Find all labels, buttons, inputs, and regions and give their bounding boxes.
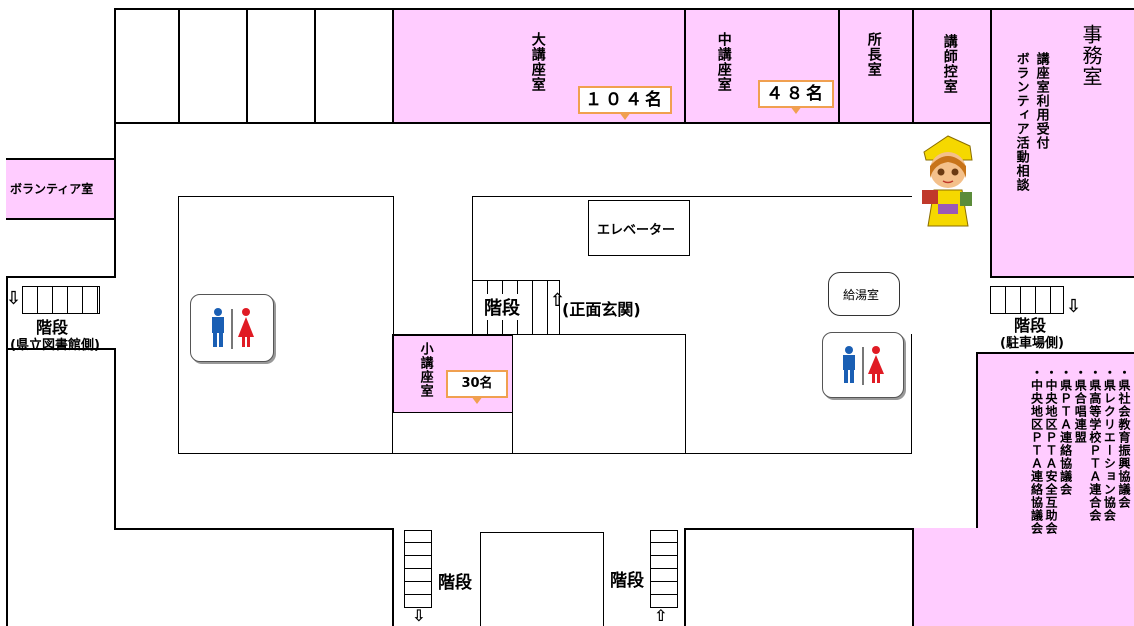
right-stairs-note: (駐車場側) — [1000, 336, 1064, 351]
outer-wall-left — [6, 8, 8, 626]
organization-room[interactable] — [976, 352, 1134, 530]
cell-1 — [114, 8, 180, 124]
corridor-wall-bottom-divider — [392, 528, 394, 626]
organization-room-lower — [912, 528, 1134, 626]
arrow-icon: ⇩ — [6, 288, 22, 309]
mascot-character — [922, 135, 973, 227]
elevator[interactable]: エレベーター — [588, 200, 690, 256]
corridor-wall-left-upper — [114, 122, 116, 278]
elevator-label: エレベーター — [597, 223, 676, 238]
left-stairs-label: 階段 — [36, 318, 69, 337]
organization-item: ・県社会教育振興協議会 — [1117, 366, 1131, 509]
small-room-capacity: 30名 — [446, 370, 508, 398]
office-reception-note: 講座室利用受付 — [1033, 52, 1049, 150]
left-room-bottom-wall — [6, 276, 116, 278]
volunteer-room[interactable]: ボランティア室 — [6, 158, 116, 220]
office-label: 事務室 — [1079, 24, 1103, 87]
arrow-icon: ⇧ — [654, 606, 668, 625]
corridor-wall-bottom-right — [684, 528, 914, 530]
volunteer-room-label: ボランティア室 — [10, 182, 94, 196]
right-stairs[interactable] — [990, 286, 1064, 314]
bottom-left-stairs[interactable] — [404, 530, 432, 608]
center-lower-room — [512, 334, 686, 454]
corridor-wall-left-lower — [114, 348, 116, 530]
center-stairs-label: 階段 — [484, 294, 520, 320]
small-room-annex — [392, 412, 514, 454]
organization-item: ・県レクリエーション協会 — [1102, 366, 1117, 522]
organization-item: ・県高等学校ＰＴＡ連合会 — [1087, 366, 1102, 522]
restroom-icon[interactable] — [822, 332, 904, 398]
cell-4 — [314, 8, 394, 124]
right-stairs-label: 階段 — [1014, 316, 1047, 335]
volunteer-consult-note: ボランティア活動相談 — [1013, 52, 1029, 192]
restroom-icon — [843, 346, 884, 385]
lecturer-room[interactable]: 講師控室 — [912, 8, 992, 124]
corridor-wall-bottom-left — [114, 528, 394, 530]
restroom-icon[interactable] — [190, 294, 274, 362]
lecturer-room-label: 講師控室 — [941, 34, 958, 94]
large-room-capacity: １０４名 — [578, 86, 672, 114]
large-room-label: 大講座室 — [529, 32, 546, 92]
kitchenette[interactable]: 給湯室 — [828, 272, 900, 316]
medium-room-label: 中講座室 — [715, 32, 732, 92]
center-stairs-note: (正面玄関) — [562, 300, 641, 319]
left-stairs[interactable] — [22, 286, 100, 314]
restroom-icon — [212, 308, 254, 349]
organization-item: ・県合唱連盟 — [1073, 366, 1088, 444]
corner-room — [6, 8, 116, 160]
bottom-right-stairs[interactable] — [650, 530, 678, 608]
director-room-label: 所長室 — [865, 32, 882, 77]
left-room-top-wall — [6, 348, 116, 350]
director-room[interactable]: 所長室 — [838, 8, 914, 124]
kitchenette-label: 給湯室 — [843, 288, 880, 302]
corridor-wall-bottom-divider-right — [684, 528, 686, 626]
cell-2 — [178, 8, 248, 124]
arrow-icon: ⇧ — [550, 290, 566, 311]
cell-3 — [246, 8, 316, 124]
organization-item: ・中央地区ＰＴＡ連絡協議会 — [1029, 366, 1044, 535]
small-room-label: 小講座室 — [417, 342, 433, 398]
arrow-icon: ⇩ — [1066, 296, 1082, 317]
left-stairs-note: (県立図書館側) — [10, 338, 100, 353]
office-bottom-wall — [990, 276, 1134, 278]
office-room[interactable]: 事務室 講座室利用受付 ボランティア活動相談 — [990, 8, 1134, 278]
organization-item: ・県ＰＴＡ連絡協議会 — [1058, 366, 1073, 496]
arrow-icon: ⇩ — [412, 606, 426, 625]
bottom-right-stairs-label: 階段 — [610, 571, 644, 591]
organization-item: ・中央地区ＰＴＡ安全互助会 — [1044, 366, 1059, 535]
central-core — [472, 196, 912, 336]
medium-room-capacity: ４８名 — [758, 80, 834, 108]
right-lower-area — [684, 334, 912, 454]
left-small-room — [6, 218, 116, 278]
bottom-left-stairs-label: 階段 — [438, 573, 472, 593]
bottom-center-room — [480, 532, 604, 626]
organization-list: ・県社会教育振興協議会 ・県レクリエーション協会 ・県高等学校ＰＴＡ連合会 ・県… — [1004, 366, 1131, 618]
corridor-wall-top — [114, 122, 992, 124]
